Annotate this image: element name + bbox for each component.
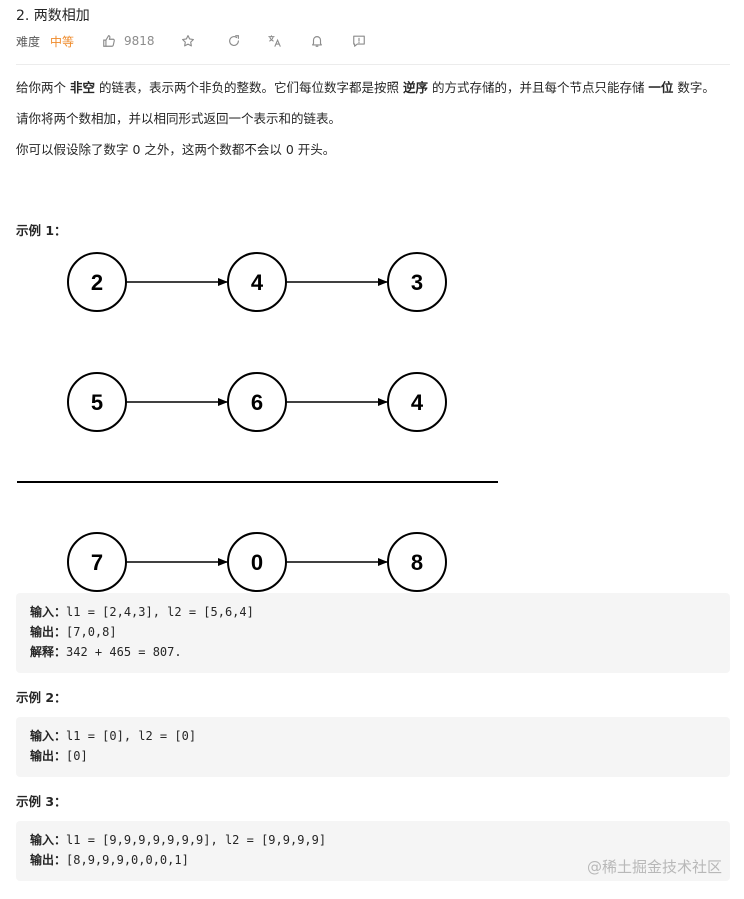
description-text: 的链表，表示两个非负的整数。它们每位数字都是按照 bbox=[95, 80, 403, 95]
example-1-title: 示例 1： bbox=[16, 223, 67, 238]
header-divider bbox=[16, 64, 730, 65]
example-1-explanation: 解释：342 + 465 = 807. bbox=[30, 645, 182, 659]
l1-node-1 bbox=[67, 252, 127, 312]
sum-node-1 bbox=[67, 532, 127, 592]
difficulty-badge: 中等 bbox=[50, 34, 75, 49]
l2-node-2-value: 6 bbox=[251, 390, 263, 415]
l1-node-3-value: 3 bbox=[411, 270, 423, 295]
example-3-output: 输出：[8,9,9,9,0,0,0,1] bbox=[30, 853, 189, 867]
list-sum: 7 0 8 bbox=[67, 532, 447, 592]
example-2-title: 示例 2： bbox=[16, 690, 67, 705]
sum-node-1-value: 7 bbox=[91, 550, 103, 575]
example-3-code: 输入：l1 = [9,9,9,9,9,9,9], l2 = [9,9,9,9] … bbox=[16, 821, 730, 881]
description-text: 给你两个 bbox=[16, 80, 70, 95]
description-text: 的方式存储的，并且每个节点只能存储 bbox=[427, 80, 649, 95]
emphasis-text: 逆序 bbox=[402, 80, 428, 95]
emphasis-text: 一位 bbox=[648, 80, 674, 95]
l1-node-2-value: 4 bbox=[251, 270, 264, 295]
l1-node-2 bbox=[227, 252, 287, 312]
list-l2: 5 6 4 bbox=[67, 372, 447, 432]
example-2-input: 输入：l1 = [0], l2 = [0] bbox=[30, 729, 197, 743]
emphasis-text: 非空 bbox=[69, 80, 95, 95]
example-2-code: 输入：l1 = [0], l2 = [0] 输出：[0] bbox=[16, 717, 730, 777]
example-1-input: 输入：l1 = [2,4,3], l2 = [5,6,4] bbox=[30, 605, 254, 619]
list-l1: 2 4 3 bbox=[67, 252, 447, 312]
example-2-output: 输出：[0] bbox=[30, 749, 88, 763]
sum-node-2 bbox=[227, 532, 287, 592]
description-text: 数字。 bbox=[673, 80, 715, 95]
l1-node-3 bbox=[387, 252, 447, 312]
problem-meta-bar: 难度 中等 9818 bbox=[16, 32, 366, 50]
l2-node-2 bbox=[227, 372, 287, 432]
example-1-output: 输出：[7,0,8] bbox=[30, 625, 117, 639]
feedback-icon bbox=[352, 35, 365, 47]
example-3-title: 示例 3： bbox=[16, 794, 67, 809]
thumbs-up-icon bbox=[103, 35, 115, 47]
example-3-input: 输入：l1 = [9,9,9,9,9,9,9], l2 = [9,9,9,9] bbox=[30, 833, 327, 847]
like-button[interactable]: 9818 bbox=[102, 34, 181, 48]
description-paragraph-2: 请你将两个数相加，并以相同形式返回一个表示和的链表。 bbox=[16, 111, 342, 126]
feedback-button[interactable] bbox=[352, 34, 366, 48]
example-1-code: 输入：l1 = [2,4,3], l2 = [5,6,4] 输出：[7,0,8]… bbox=[16, 593, 730, 673]
share-icon bbox=[228, 35, 239, 46]
description-paragraph-1: 给你两个 非空 的链表，表示两个非负的整数。它们每位数字都是按照 逆序 的方式存… bbox=[16, 78, 728, 97]
l1-node-1-value: 2 bbox=[91, 270, 103, 295]
problem-description: 给你两个 非空 的链表，表示两个非负的整数。它们每位数字都是按照 逆序 的方式存… bbox=[16, 78, 728, 171]
translate-button[interactable] bbox=[267, 34, 282, 48]
watermark: @稀土掘金技术社区 bbox=[586, 858, 722, 876]
l2-node-3-value: 4 bbox=[411, 390, 424, 415]
subscribe-button[interactable] bbox=[310, 34, 324, 48]
share-button[interactable] bbox=[227, 34, 241, 48]
star-icon bbox=[181, 35, 194, 47]
linked-list-diagram: 2 4 3 5 6 4 7 0 8 bbox=[17, 252, 498, 592]
favorite-button[interactable] bbox=[181, 34, 195, 48]
sum-node-3-value: 8 bbox=[411, 550, 423, 575]
sum-node-2-value: 0 bbox=[251, 550, 263, 575]
description-paragraph-3: 你可以假设除了数字 0 之外，这两个数都不会以 0 开头。 bbox=[16, 142, 336, 157]
bell-icon bbox=[311, 36, 322, 47]
likes-count: 9818 bbox=[124, 34, 155, 48]
l2-node-3 bbox=[387, 372, 447, 432]
l2-node-1-value: 5 bbox=[91, 390, 103, 415]
difficulty-label: 难度 bbox=[16, 34, 41, 49]
l2-node-1 bbox=[67, 372, 127, 432]
problem-title: 2. 两数相加 bbox=[16, 8, 90, 24]
sum-node-3 bbox=[387, 532, 447, 592]
translate-icon bbox=[267, 35, 281, 47]
